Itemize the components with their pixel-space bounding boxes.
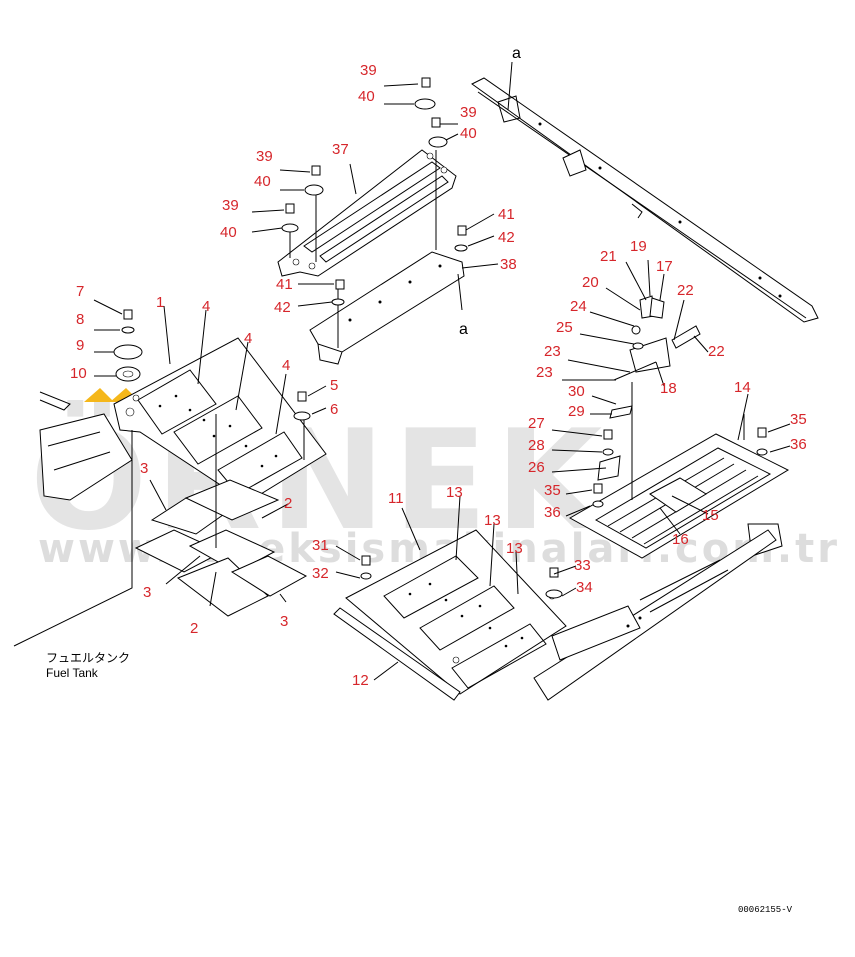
callout-37: 37 <box>332 141 349 158</box>
callout-8: 8 <box>76 311 84 328</box>
callout-22: 22 <box>677 282 694 299</box>
callout-3: 3 <box>140 460 148 477</box>
callout-39: 39 <box>360 62 377 79</box>
callout-4: 4 <box>282 357 290 374</box>
callout-30: 30 <box>568 383 585 400</box>
callout-17: 17 <box>656 258 673 275</box>
callout-13: 13 <box>446 484 463 501</box>
callout-26: 26 <box>528 459 545 476</box>
callout-35: 35 <box>544 482 561 499</box>
callout-27: 27 <box>528 415 545 432</box>
callout-40: 40 <box>358 88 375 105</box>
callout-32: 32 <box>312 565 329 582</box>
top-rail <box>471 61 819 323</box>
fuel-tank-label-jp: フュエルタンク <box>46 651 130 665</box>
callout-18: 18 <box>660 380 677 397</box>
callout-40: 40 <box>460 125 477 142</box>
callout-41: 41 <box>276 276 293 293</box>
lever-assembly <box>592 295 768 508</box>
callout-22: 22 <box>708 343 725 360</box>
lower-rail <box>533 529 777 701</box>
bracket-38 <box>289 150 465 365</box>
callout-40: 40 <box>254 173 271 190</box>
callout-5: 5 <box>330 377 338 394</box>
callout-33: 33 <box>574 557 591 574</box>
callout-38: 38 <box>500 256 517 273</box>
strip-12 <box>333 607 461 701</box>
fuel-tank-side <box>13 391 133 647</box>
callout-4: 4 <box>244 330 252 347</box>
callout-14: 14 <box>734 379 751 396</box>
watermark: ÖRNEK www.orneksismakinalari.com.tr <box>30 388 837 572</box>
callout-42: 42 <box>498 229 515 246</box>
callout-28: 28 <box>528 437 545 454</box>
callout-20: 20 <box>582 274 599 291</box>
fuel-tank-label-en: Fuel Tank <box>46 666 99 680</box>
callout-12: 12 <box>352 672 369 689</box>
callout-29: 29 <box>568 403 585 420</box>
callout-25: 25 <box>556 319 573 336</box>
callout-31: 31 <box>312 537 329 554</box>
callout-35: 35 <box>790 411 807 428</box>
callout-11: 11 <box>388 490 404 507</box>
callout-9: 9 <box>76 337 84 354</box>
mats <box>134 414 308 617</box>
callout-1: 1 <box>156 294 164 311</box>
callout-39: 39 <box>460 104 477 121</box>
callout-41: 41 <box>498 206 515 223</box>
floor-plate-1 <box>113 337 327 509</box>
callout-4: 4 <box>202 298 210 315</box>
callout-3: 3 <box>280 613 288 630</box>
callout-23: 23 <box>544 343 561 360</box>
fasteners-top <box>281 77 468 306</box>
callout-3: 3 <box>143 584 151 601</box>
floor-frame-14 <box>568 433 790 559</box>
callout-36: 36 <box>790 436 807 453</box>
bracket-plate-37 <box>277 149 457 277</box>
callout-16: 16 <box>672 531 689 548</box>
callout-2: 2 <box>190 620 198 637</box>
drawing-code: 00062155-V <box>738 905 793 915</box>
callout-13: 13 <box>506 540 523 557</box>
leader-lines <box>93 83 791 681</box>
callout-10: 10 <box>70 365 87 382</box>
callout-7: 7 <box>76 283 84 300</box>
callout-6: 6 <box>330 401 338 418</box>
ref-a-top: a <box>512 45 521 62</box>
callout-13: 13 <box>484 512 501 529</box>
callout-2: 2 <box>284 495 292 512</box>
callout-24: 24 <box>570 298 587 315</box>
callout-15: 15 <box>702 507 719 524</box>
callout-39: 39 <box>256 148 273 165</box>
callouts: 39 40 39 40 37 39 40 39 40 41 42 38 41 4… <box>70 62 807 689</box>
callout-36: 36 <box>544 504 561 521</box>
callout-19: 19 <box>630 238 647 255</box>
callout-42: 42 <box>274 299 291 316</box>
callout-40: 40 <box>220 224 237 241</box>
callout-39: 39 <box>222 197 239 214</box>
callout-21: 21 <box>600 248 617 265</box>
ref-a-mid: a <box>459 321 468 338</box>
callout-23: 23 <box>536 364 553 381</box>
callout-34: 34 <box>576 579 593 596</box>
